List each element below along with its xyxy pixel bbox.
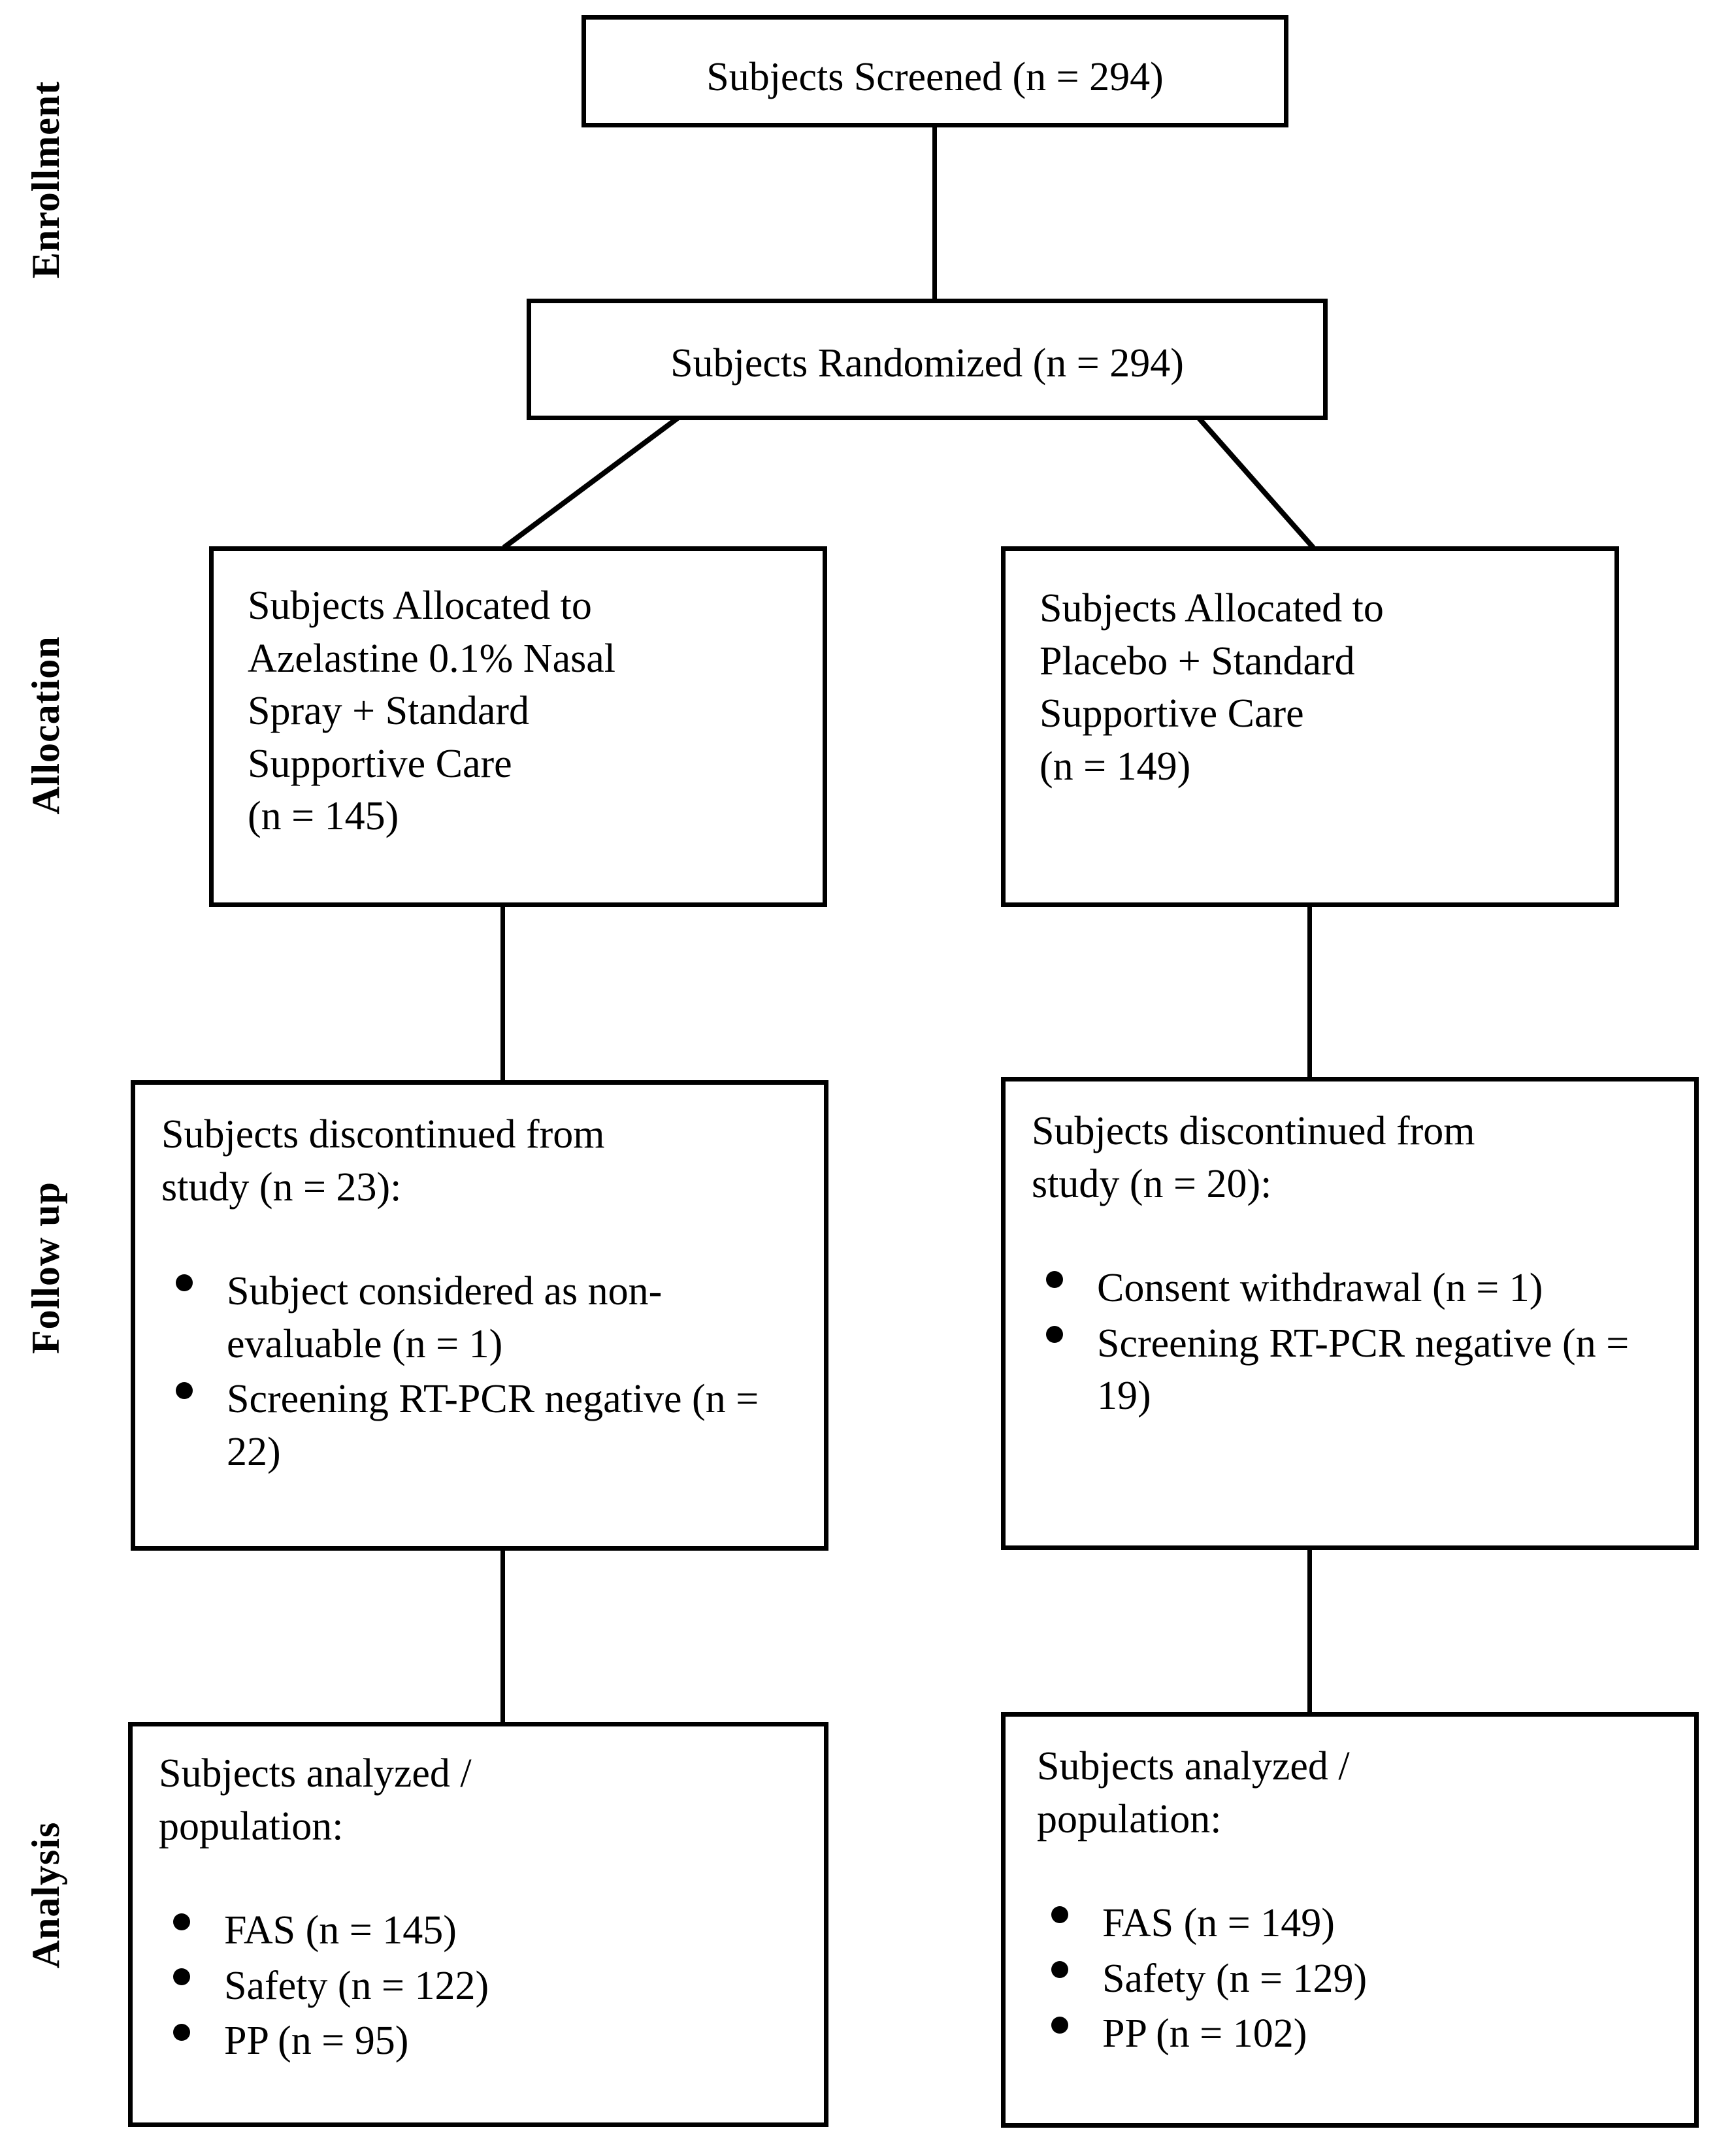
list-item: Consent withdrawal (n = 1) [1032,1262,1688,1315]
list-item: PP (n = 95) [159,2015,812,2068]
list-item-text: Subject considered as non-evaluable (n =… [227,1269,663,1366]
node-followup-placebo: Subjects discontinued from study (n = 20… [1001,1077,1699,1550]
connector-line-right [1197,416,1315,550]
list-item-text: Safety (n = 129) [1102,1956,1368,2001]
connector-screened-to-randomized [932,125,937,301]
node-allocation-azelastine: Subjects Allocated to Azelastine 0.1% Na… [209,546,827,907]
list-item: Safety (n = 122) [159,1960,812,2013]
bullet-icon [173,1968,190,1986]
bullet-icon [176,1274,193,1291]
connector-followup-right-to-analysis-right [1307,1549,1312,1713]
connector-alloc-right-to-followup-right [1307,906,1312,1081]
connector-followup-left-to-analysis-left [500,1549,505,1723]
stage-label-followup: Follow up [10,1131,82,1405]
list-item-text: Screening RT-PCR negative (n = 19) [1097,1321,1630,1419]
list-item: Safety (n = 129) [1037,1953,1682,2006]
list-item: FAS (n = 149) [1037,1897,1682,1950]
list-item-text: FAS (n = 149) [1102,1901,1335,1945]
list-item-text: Consent withdrawal (n = 1) [1097,1266,1543,1310]
connector-randomized-to-allocation [502,416,1315,550]
list-item-text: Screening RT-PCR negative (n = 22) [227,1377,759,1474]
list-item: Screening RT-PCR negative (n = 19) [1032,1317,1688,1423]
node-subjects-randomized-text: Subjects Randomized (n = 294) [670,341,1184,386]
list-item: Screening RT-PCR negative (n = 22) [161,1373,812,1478]
bullet-icon [1051,1906,1068,1923]
connector-line-left [502,416,680,550]
stage-label-followup-text: Follow up [24,1181,67,1355]
stage-label-allocation-text: Allocation [24,636,67,815]
list-item: FAS (n = 145) [159,1904,812,1957]
node-followup-azelastine: Subjects discontinued from study (n = 23… [131,1080,828,1551]
list-item: PP (n = 102) [1037,2007,1682,2060]
stage-label-enrollment: Enrollment [10,42,82,317]
node-followup-placebo-list: Consent withdrawal (n = 1) Screening RT-… [1032,1262,1688,1425]
node-followup-azelastine-list: Subject considered as non-evaluable (n =… [161,1265,812,1481]
node-analysis-azelastine-heading: Subjects analyzed / population: [159,1751,472,1849]
node-analysis-placebo: Subjects analyzed / population: FAS (n =… [1001,1712,1699,2128]
node-analysis-azelastine: Subjects analyzed / population: FAS (n =… [128,1722,828,2127]
bullet-icon [1046,1326,1063,1344]
bullet-icon [176,1381,193,1399]
stage-label-enrollment-text: Enrollment [24,80,67,279]
node-analysis-placebo-list: FAS (n = 149) Safety (n = 129) PP (n = 1… [1037,1897,1682,2063]
stage-label-analysis: Analysis [10,1764,82,2026]
bullet-icon [1051,1961,1068,1979]
connector-alloc-left-to-followup-left [500,906,505,1083]
stage-label-allocation: Allocation [10,582,82,869]
bullet-icon [1046,1270,1063,1288]
list-item: Subject considered as non-evaluable (n =… [161,1265,812,1370]
bullet-icon [173,1913,190,1930]
list-item-text: FAS (n = 145) [224,1908,457,1953]
node-subjects-screened-text: Subjects Screened (n = 294) [706,55,1164,99]
list-item-text: PP (n = 95) [224,2019,409,2064]
list-item-text: PP (n = 102) [1102,2011,1307,2056]
node-allocation-placebo: Subjects Allocated to Placebo + Standard… [1001,546,1619,907]
node-subjects-screened: Subjects Screened (n = 294) [581,15,1288,127]
bullet-icon [1051,2016,1068,2034]
stage-label-analysis-text: Analysis [24,1821,67,1969]
node-allocation-azelastine-text: Subjects Allocated to Azelastine 0.1% Na… [248,584,615,839]
node-analysis-azelastine-list: FAS (n = 145) Safety (n = 122) PP (n = 9… [159,1904,812,2070]
list-item-text: Safety (n = 122) [224,1963,489,2008]
node-followup-placebo-heading: Subjects discontinued from study (n = 20… [1032,1109,1475,1206]
bullet-icon [173,2023,190,2041]
node-analysis-placebo-heading: Subjects analyzed / population: [1037,1744,1350,1841]
node-allocation-placebo-text: Subjects Allocated to Placebo + Standard… [1040,586,1384,789]
node-subjects-randomized: Subjects Randomized (n = 294) [527,299,1328,420]
node-followup-azelastine-heading: Subjects discontinued from study (n = 23… [161,1112,605,1210]
